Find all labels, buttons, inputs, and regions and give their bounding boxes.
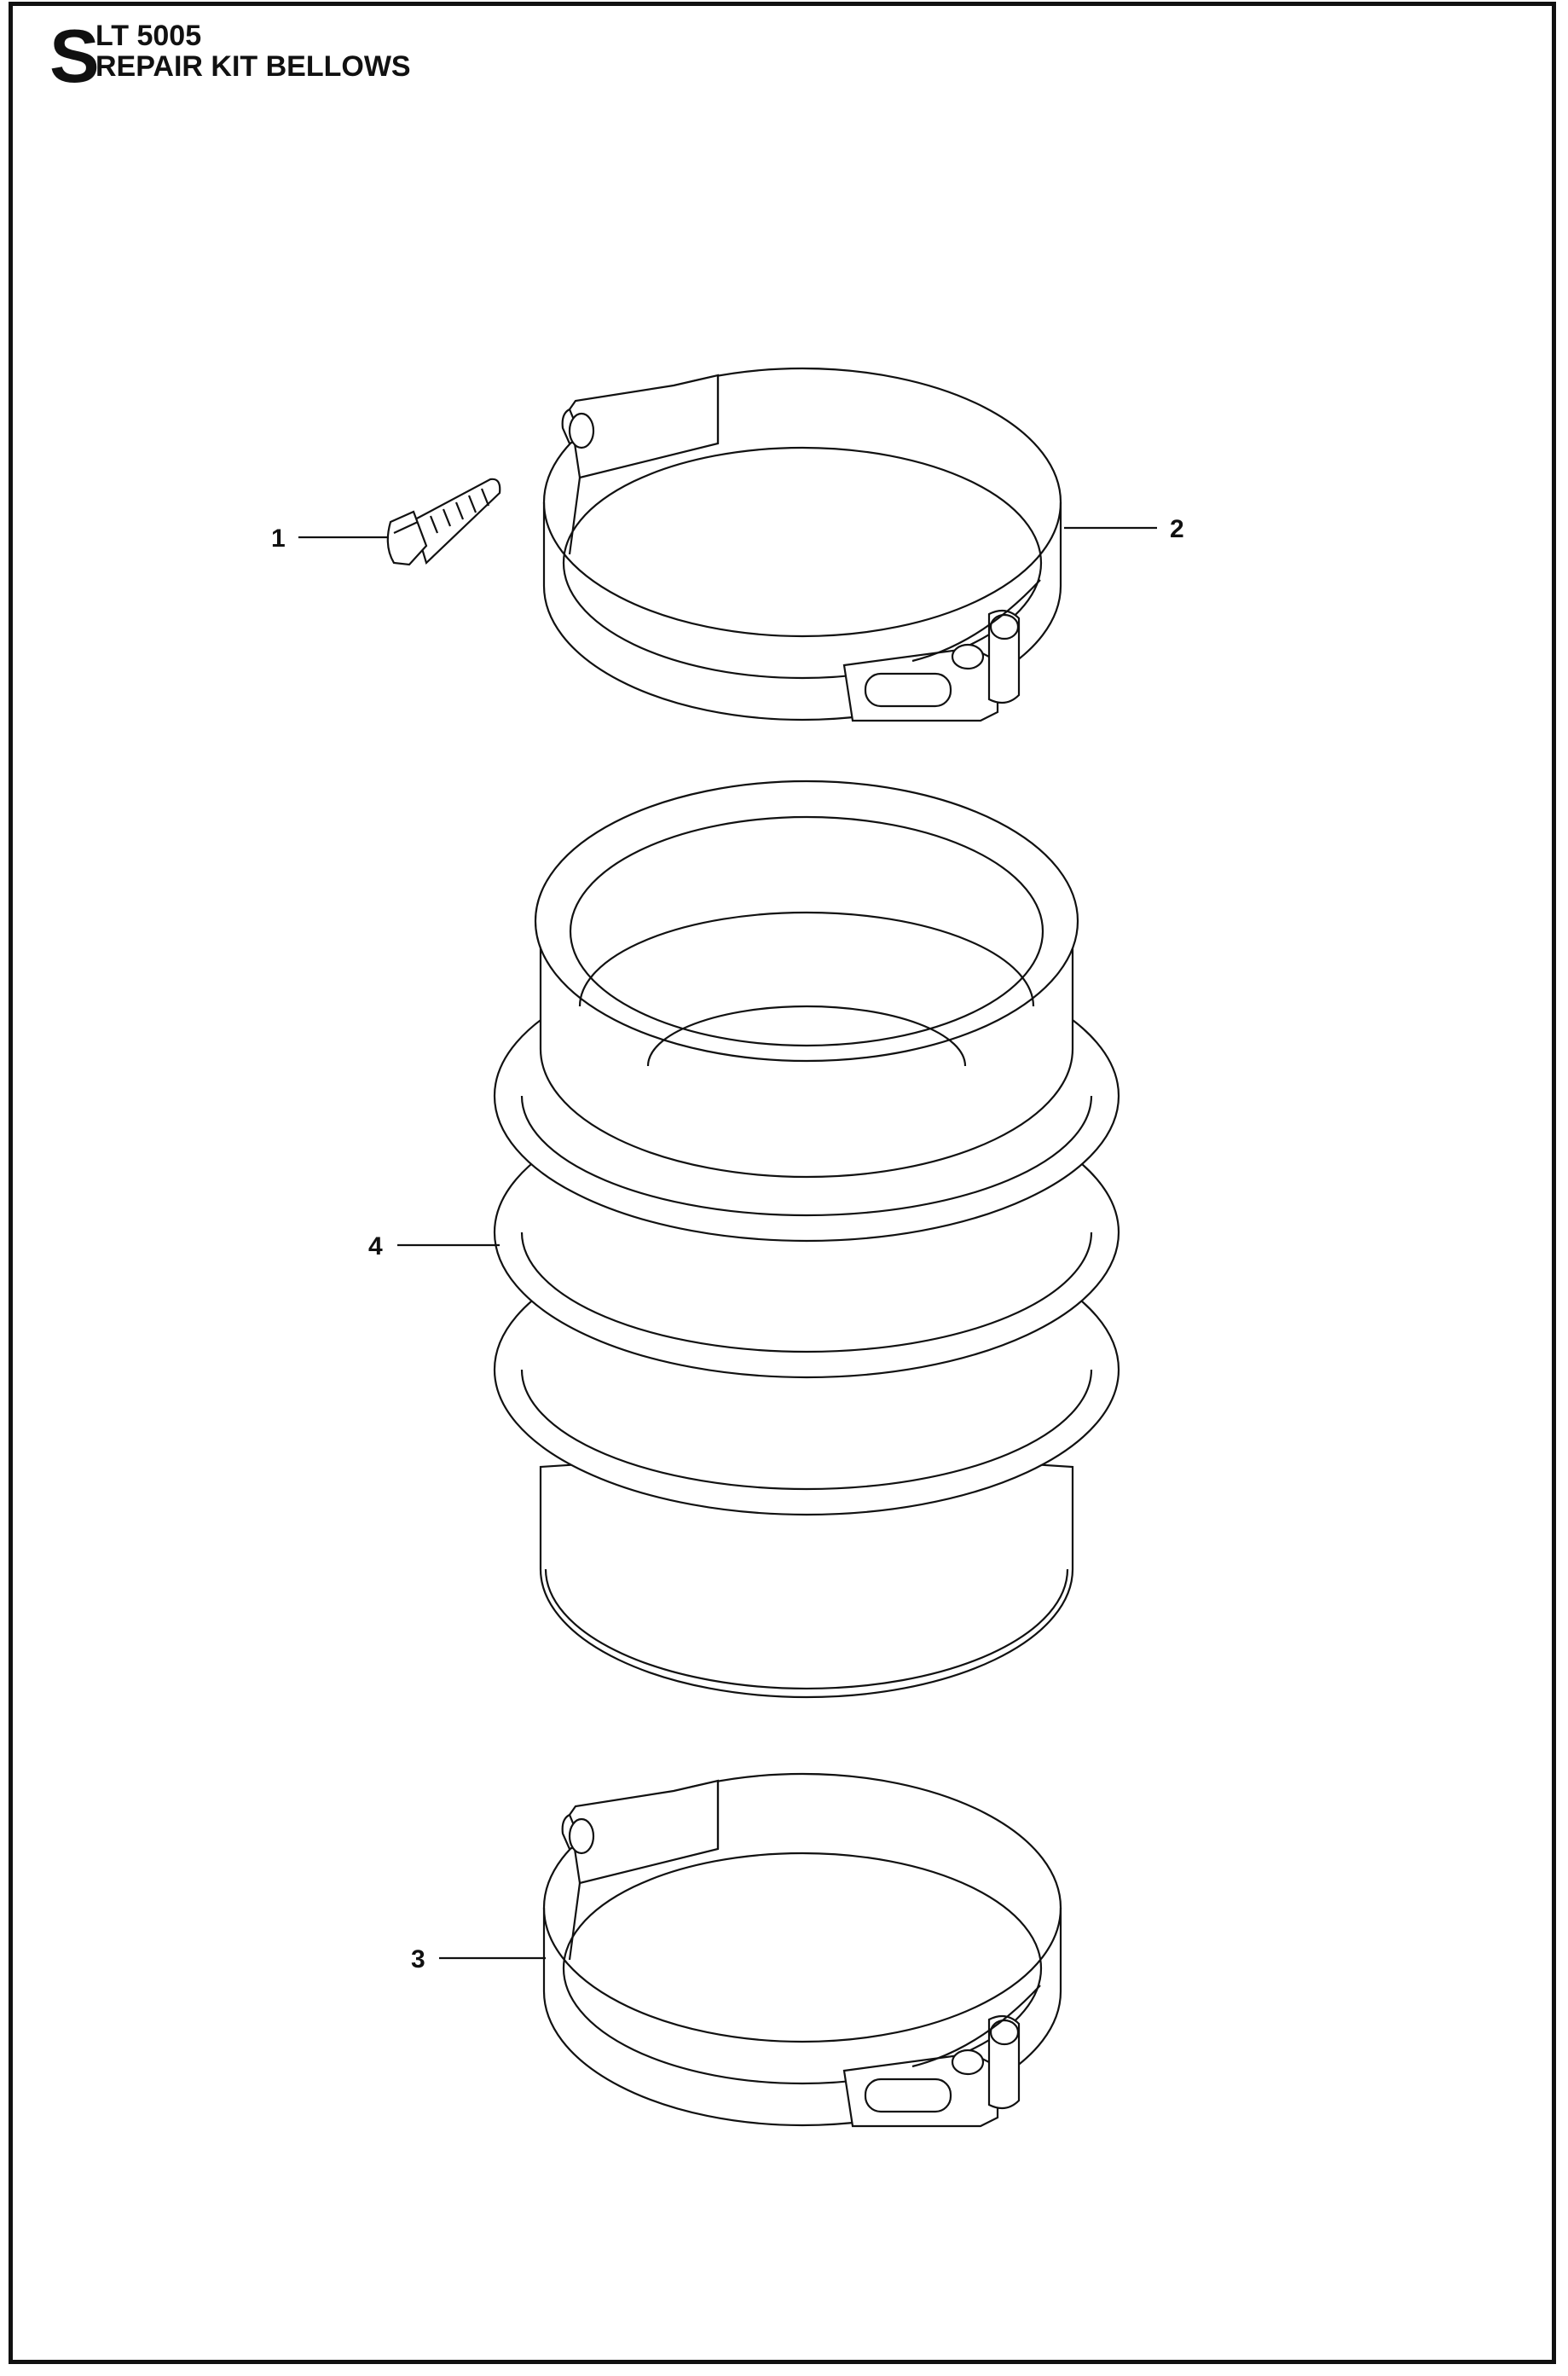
callout-4: 4 [368,1232,500,1260]
callout-2: 2 [1064,515,1184,543]
model-number: LT 5005 [95,20,202,52]
bellows [493,779,1120,1699]
lower-hose-clamp [542,1772,1062,2128]
upper-hose-clamp [542,367,1062,722]
svg-text:4: 4 [368,1232,383,1260]
drawing-frame [9,2,1556,2364]
bolt [386,478,501,566]
section-letter: S [49,14,100,98]
callout-3: 3 [411,1945,546,1973]
page-title: REPAIR KIT BELLOWS [95,50,411,83]
callout-1: 1 [271,524,388,553]
svg-text:2: 2 [1170,515,1184,543]
svg-text:1: 1 [271,524,286,553]
svg-text:3: 3 [411,1945,425,1973]
